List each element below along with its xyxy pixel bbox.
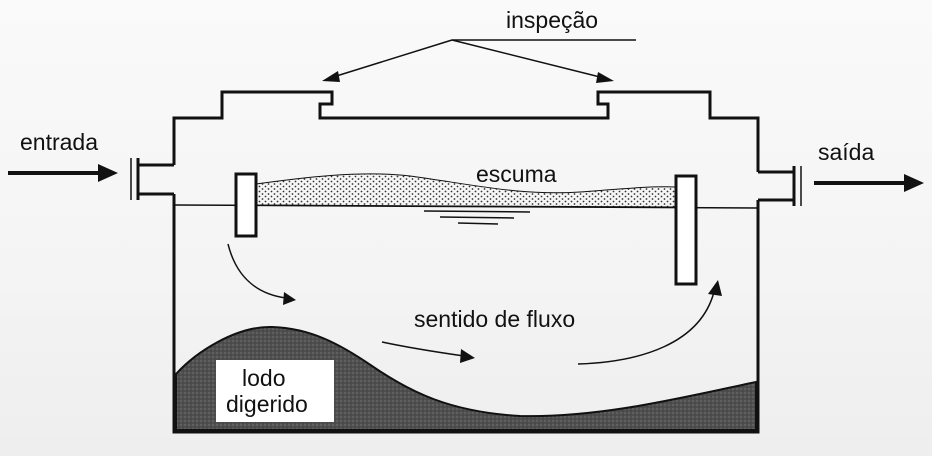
outlet-label: saída xyxy=(818,139,874,165)
tank-outline xyxy=(172,90,760,172)
water-level-symbol xyxy=(423,210,531,225)
scum-layer xyxy=(255,173,677,208)
inspection-leader-lines xyxy=(322,39,636,83)
inlet-label: entrada xyxy=(20,129,98,155)
inspection-label: inspeção xyxy=(506,7,598,33)
sludge-label-line2: digerido xyxy=(226,391,308,417)
inlet-arrow-icon xyxy=(8,164,118,182)
scum-label: escuma xyxy=(476,161,557,187)
outlet-baffle xyxy=(674,174,698,286)
inlet-pipe xyxy=(130,158,174,200)
sludge-label-box xyxy=(216,360,334,422)
sludge-label-line1: lodo xyxy=(242,365,285,391)
flow-arrow-1-icon xyxy=(227,243,296,305)
outlet-pipe xyxy=(758,166,802,206)
flow-arrow-3-icon xyxy=(577,280,722,365)
tank-lower-body xyxy=(172,194,760,434)
outlet-arrow-icon xyxy=(814,174,924,192)
flow-direction-label: sentido de fluxo xyxy=(414,306,575,332)
inlet-baffle xyxy=(234,172,258,238)
flow-arrow-2-icon xyxy=(381,341,475,363)
